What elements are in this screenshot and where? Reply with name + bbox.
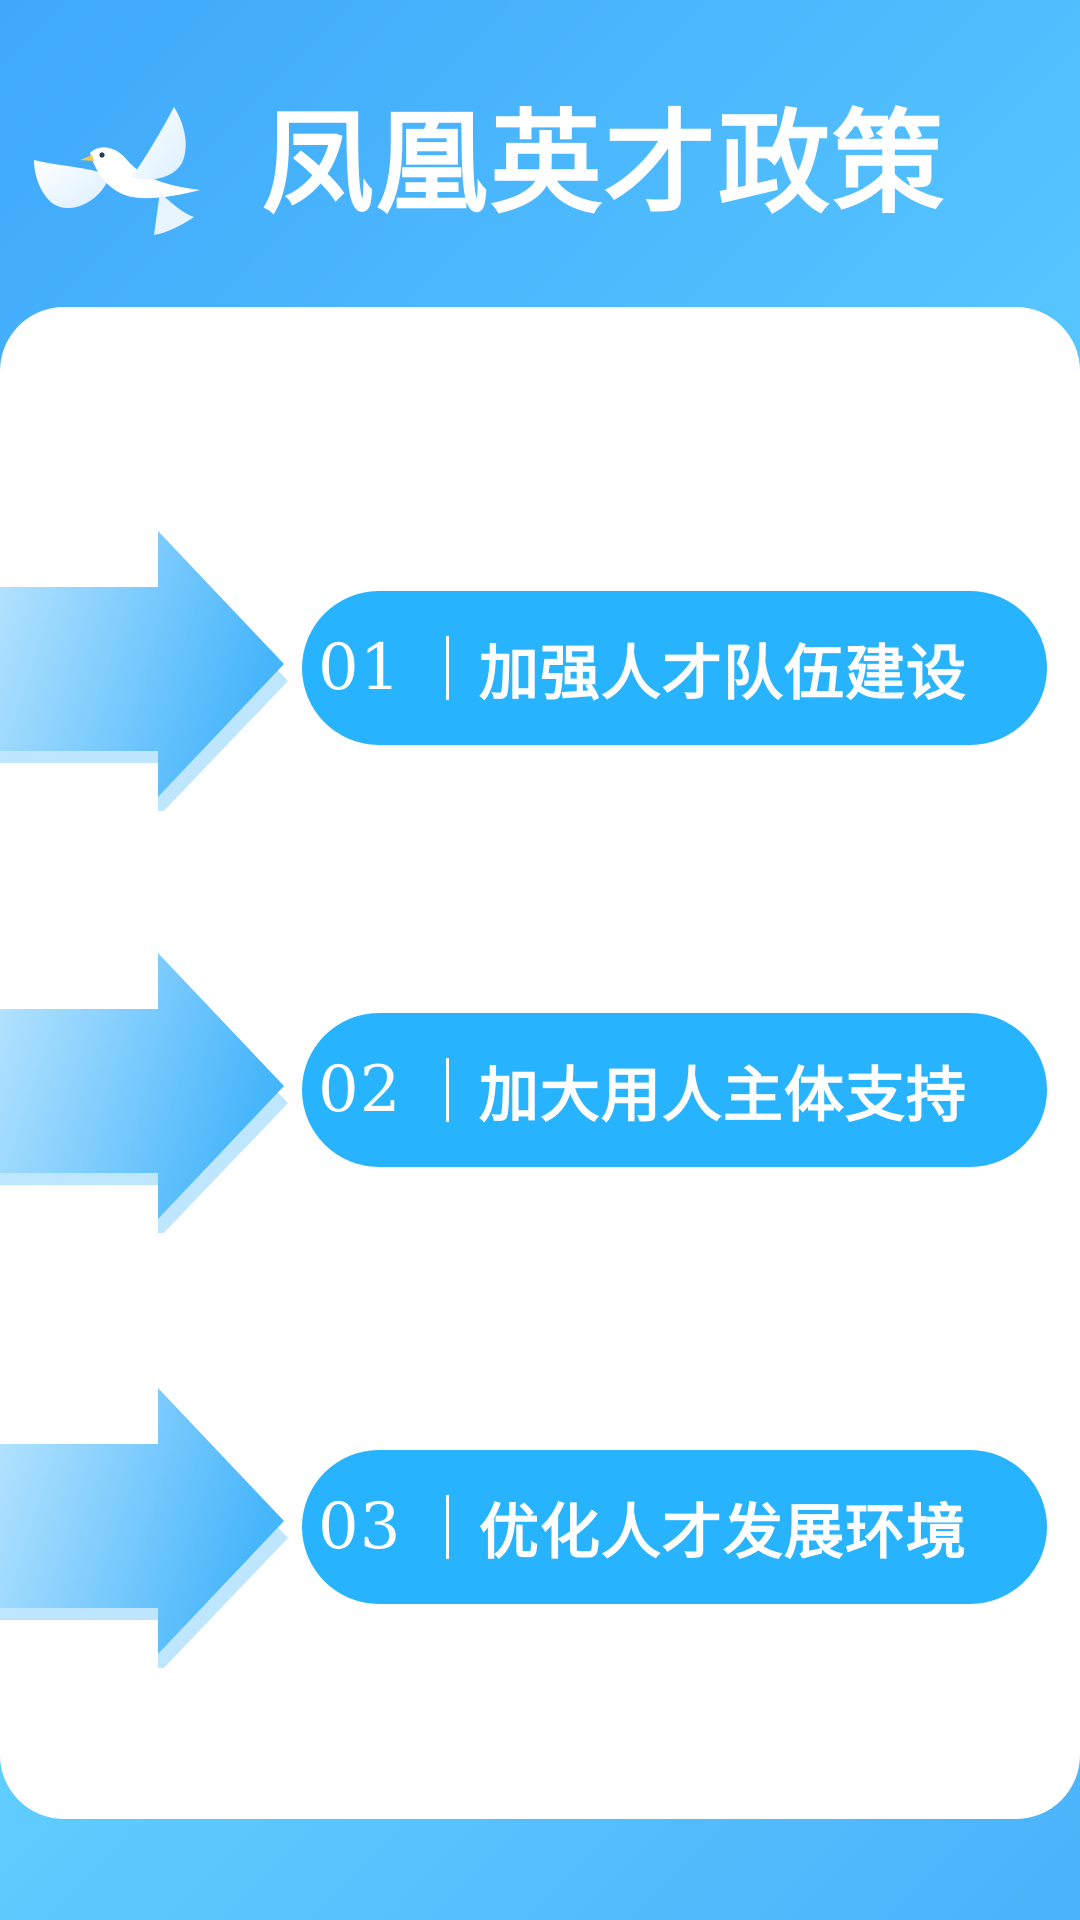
content-card: 01 加强人才队伍建设 02 加大用人主体支持: [0, 307, 1080, 1819]
dove-icon: [34, 107, 200, 235]
policy-pill: 03 优化人才发展环境: [302, 1450, 1047, 1604]
policy-item: 02 加大用人主体支持: [0, 953, 1080, 1233]
item-number: 01: [318, 631, 402, 705]
arrow-right-icon: [0, 531, 288, 811]
page-title: 凤凰英才政策: [262, 98, 946, 229]
policy-pill: 01 加强人才队伍建设: [302, 591, 1047, 745]
item-number: 03: [318, 1490, 402, 1564]
item-label: 加强人才队伍建设: [479, 638, 967, 709]
policy-pill: 02 加大用人主体支持: [302, 1013, 1047, 1167]
arrow-right-icon: [0, 953, 288, 1233]
divider: [446, 1495, 449, 1559]
item-label: 加大用人主体支持: [479, 1060, 967, 1131]
item-number: 02: [318, 1053, 402, 1127]
policy-item: 01 加强人才队伍建设: [0, 531, 1080, 811]
arrow-right-icon: [0, 1388, 288, 1668]
policy-item: 03 优化人才发展环境: [0, 1388, 1080, 1668]
header: 凤凰英才政策: [0, 0, 1080, 300]
item-label: 优化人才发展环境: [479, 1497, 967, 1568]
divider: [446, 636, 449, 700]
divider: [446, 1058, 449, 1122]
